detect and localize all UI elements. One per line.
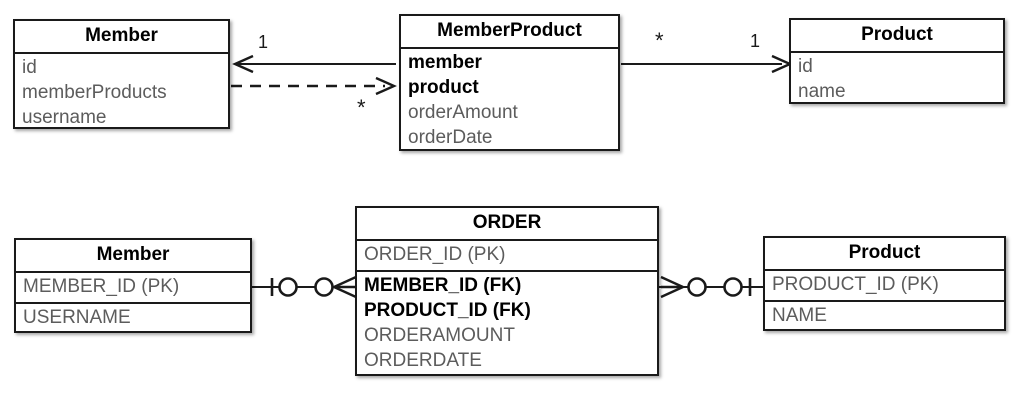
er-table-product[interactable]: Product PRODUCT_ID (PK) NAME — [763, 236, 1006, 331]
multiplicity-product-side: 1 — [750, 31, 761, 51]
attribute-orderamount: orderAmount — [408, 102, 518, 123]
multiplicity-member-side: 1 — [258, 32, 269, 52]
column-member-id-pk: MEMBER_ID (PK) — [23, 276, 180, 297]
er-table-order-title: ORDER — [357, 208, 657, 241]
uml-class-member[interactable]: Member id memberProducts username — [13, 19, 230, 129]
attribute-memberproducts: memberProducts — [22, 82, 167, 103]
attribute-member: member — [408, 52, 482, 73]
uml-class-member-title: Member — [15, 21, 228, 54]
uml-association-memberproduct-to-product — [621, 54, 793, 74]
attribute-id: id — [22, 57, 37, 78]
uml-association-memberproduct-to-member — [232, 54, 396, 74]
er-table-order-columns: MEMBER_ID (FK) PRODUCT_ID (FK) ORDERAMOU… — [357, 272, 657, 376]
attribute-name: name — [798, 81, 846, 102]
er-relationship-member-order — [252, 275, 357, 299]
column-orderamount: ORDERAMOUNT — [364, 325, 515, 346]
column-product-id-pk: PRODUCT_ID (PK) — [772, 274, 939, 295]
uml-class-memberproduct-title: MemberProduct — [401, 16, 618, 49]
uml-class-memberproduct[interactable]: MemberProduct member product orderAmount… — [399, 14, 620, 151]
column-username: USERNAME — [23, 307, 131, 328]
multiplicity-memberproduct-side: * — [655, 28, 664, 53]
er-relationship-order-product — [659, 275, 766, 299]
er-table-member-title: Member — [16, 240, 250, 273]
uml-class-member-attributes: id memberProducts username — [15, 54, 228, 133]
er-table-member-keys: MEMBER_ID (PK) — [16, 273, 250, 304]
er-table-product-title: Product — [765, 238, 1004, 271]
attribute-product: product — [408, 77, 479, 98]
er-table-product-columns: NAME — [765, 302, 1004, 331]
attribute-id: id — [798, 56, 813, 77]
uml-class-product-title: Product — [791, 20, 1003, 53]
attribute-username: username — [22, 107, 107, 128]
uml-class-product-attributes: id name — [791, 53, 1003, 107]
uml-class-product[interactable]: Product id name — [789, 18, 1005, 104]
column-name: NAME — [772, 305, 827, 326]
column-member-id-fk: MEMBER_ID (FK) — [364, 275, 522, 296]
er-table-product-keys: PRODUCT_ID (PK) — [765, 271, 1004, 302]
attribute-orderdate: orderDate — [408, 127, 493, 148]
er-table-member[interactable]: Member MEMBER_ID (PK) USERNAME — [14, 238, 252, 333]
er-table-order-keys: ORDER_ID (PK) — [357, 241, 657, 272]
column-product-id-fk: PRODUCT_ID (FK) — [364, 300, 531, 321]
column-order-id-pk: ORDER_ID (PK) — [364, 244, 506, 265]
er-table-member-columns: USERNAME — [16, 304, 250, 333]
uml-dependency-member-to-memberproduct — [231, 76, 397, 96]
column-orderdate: ORDERDATE — [364, 350, 482, 371]
multiplicity-memberproduct-to-member: * — [357, 95, 366, 120]
uml-class-memberproduct-attributes: member product orderAmount orderDate — [401, 49, 618, 153]
er-table-order[interactable]: ORDER ORDER_ID (PK) MEMBER_ID (FK) PRODU… — [355, 206, 659, 376]
